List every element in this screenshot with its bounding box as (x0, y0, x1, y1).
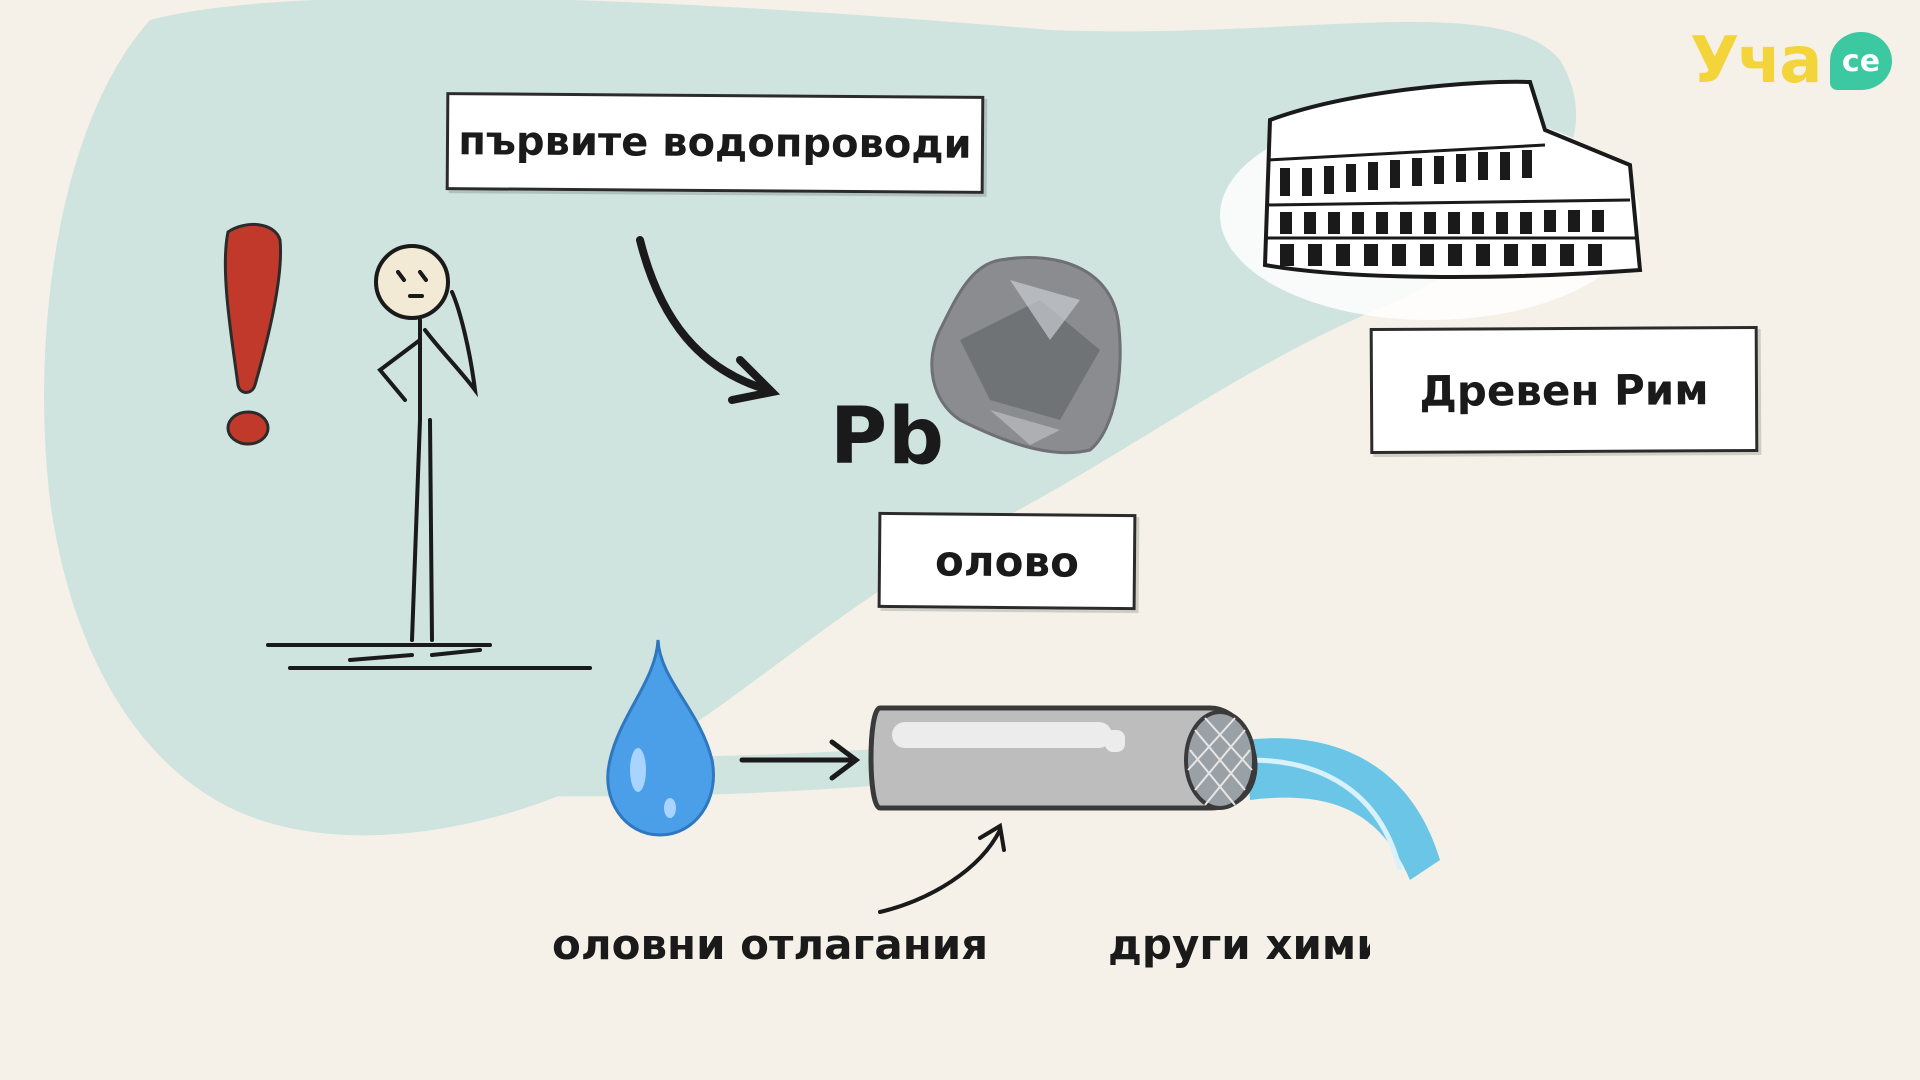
logo-badge: се (1830, 32, 1892, 90)
pointer-arrow-icon (878, 822, 1006, 914)
thinking-stick-figure (266, 244, 592, 670)
exclamation-icon (223, 222, 283, 446)
teal-blob (44, 0, 1577, 836)
label-first-aqueducts: първите водопроводи (445, 92, 985, 194)
lead-ore-rock (930, 256, 1122, 455)
label-lead-deposits: оловни отлагания (552, 920, 989, 969)
label-other-chemicals: други хими (1108, 920, 1370, 969)
water-stream (1245, 738, 1440, 880)
pipe-illustration (868, 705, 1258, 811)
straight-arrow-icon (739, 739, 861, 781)
label-ancient-rome: Древен Рим (1369, 325, 1759, 455)
logo-text: Уча (1690, 24, 1822, 98)
lead-symbol: Pb (830, 392, 946, 482)
brand-logo: Уча се (1690, 24, 1900, 104)
label-lead-word: олово (877, 511, 1137, 611)
curved-arrow-icon (636, 236, 781, 404)
colosseum-illustration (1220, 79, 1643, 320)
water-drop-icon (606, 639, 715, 837)
